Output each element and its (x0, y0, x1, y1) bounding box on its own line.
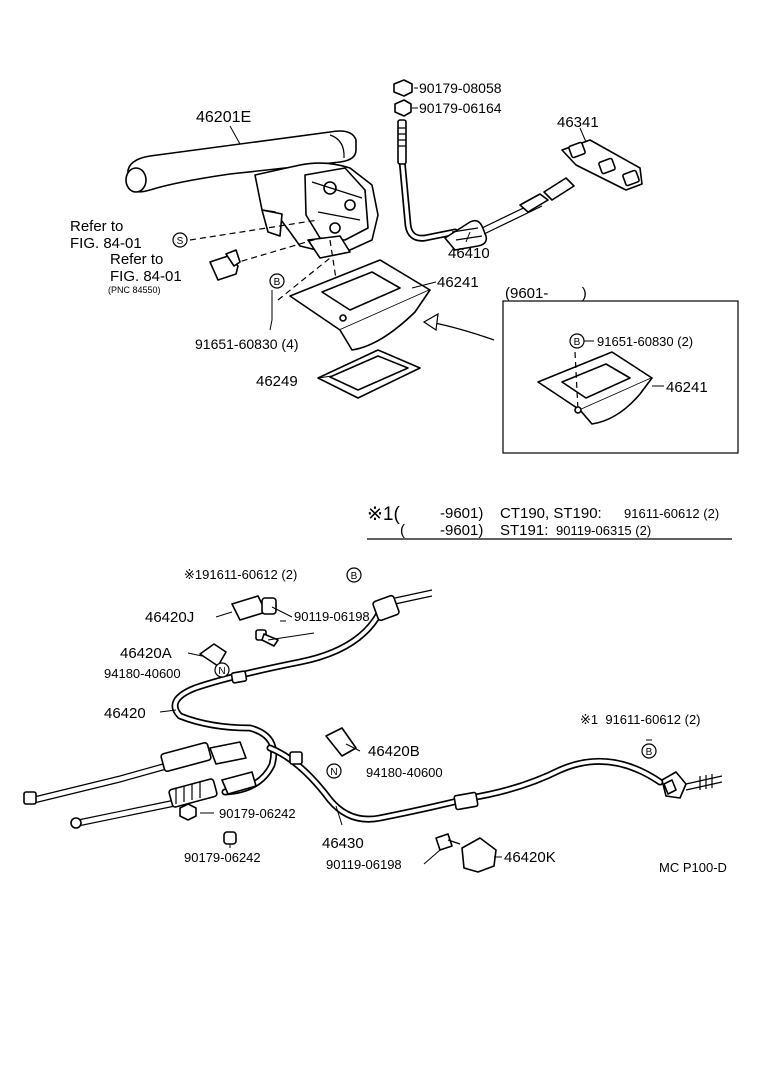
svg-text:S: S (177, 236, 184, 247)
note-line2-range: -9601) (440, 522, 483, 539)
label-90119-06198-top: 90119-06198 (294, 609, 370, 624)
label-90179-06242-a: 90179-06242 (219, 806, 296, 821)
label-46341: 46341 (557, 114, 599, 131)
label-90179-06164: 90179-06164 (419, 100, 502, 116)
front-cable-46410 (397, 119, 575, 251)
diagram-code: MC P100-D (659, 860, 727, 875)
nut-90179-06242-b-icon (223, 831, 237, 845)
note-symbol: ※1( (367, 504, 400, 525)
parking-brake-lever-assembly (125, 130, 379, 259)
mark-b-bottom-1-icon (346, 567, 362, 583)
note-line2-models: ST191: (500, 522, 548, 539)
inset-arrow (429, 321, 495, 341)
label-46249: 46249 (256, 373, 298, 390)
clamp-46420K (461, 837, 497, 873)
nut-90179-08058-icon (393, 79, 413, 97)
label-46201E: 46201E (196, 109, 251, 126)
fig-ref-2: FIG. 84-01 (110, 268, 182, 285)
top-label-group: 46201E 90179-08058 90179-06164 46341 Ref… (70, 80, 599, 390)
label-bolt-top: ※191611-60612 (2) (184, 567, 297, 582)
mark-s-icon: S (172, 232, 188, 248)
inset-boot-46241 (537, 351, 653, 425)
refer-to-2: Refer to (110, 251, 163, 268)
bolt-90119-06198-bottom-icon (435, 833, 461, 851)
model-note: ※1( -9601) CT190, ST190: 91611-60612 (2)… (367, 504, 719, 539)
refer-to-1: Refer to (70, 218, 123, 235)
refer-leader-1 (189, 219, 319, 241)
bolt-right-icon (663, 779, 677, 795)
note-line2-open: ( (400, 522, 405, 539)
note-line1-models: CT190, ST190: (500, 505, 602, 522)
label-90179-08058: 90179-08058 (419, 80, 502, 96)
bracket-46341 (561, 139, 643, 191)
rear-cable-46430 (266, 744, 723, 823)
nut-90179-06242-a-icon (179, 803, 197, 821)
label-90179-06242-b: 90179-06242 (184, 850, 261, 865)
bolt-90119-06198-top-icon (255, 629, 279, 647)
mark-b-bottom-2-icon (641, 743, 657, 759)
note-line1-range: -9601) (440, 505, 483, 522)
label-bolt-right: ※1 91611-60612 (2) (580, 712, 701, 727)
clamp-46420B (325, 727, 357, 757)
inset-bolt-label: 91651-60830 (2) (597, 334, 693, 349)
note-line2-part: 90119-06315 (2) (556, 523, 651, 538)
nut-90179-06164-icon (394, 99, 412, 117)
label-46420J: 46420J (145, 609, 194, 626)
fig-ref-1: FIG. 84-01 (70, 235, 142, 252)
svg-text:B: B (274, 277, 281, 288)
mark-b-top-icon: B (269, 273, 285, 289)
clamp-46420A (199, 643, 227, 667)
inset-labels: (9601- ) B 91651-60830 (2) 46241 (505, 285, 708, 396)
mark-n-1-icon (214, 662, 230, 678)
inset-boot-label: 46241 (666, 379, 708, 396)
label-46420: 46420 (104, 705, 146, 722)
note-line1-part: 91611-60612 (2) (624, 506, 719, 521)
refer-leader-2 (231, 237, 321, 265)
label-94180-40600-a: 94180-40600 (104, 666, 181, 681)
pnc-ref: (PNC 84550) (108, 285, 161, 295)
label-46410: 46410 (448, 245, 490, 262)
label-90119-06198-bottom: 90119-06198 (326, 857, 402, 872)
equalizer-and-inner-cables (23, 741, 257, 829)
inset-header: (9601- ) (505, 285, 587, 302)
clamp-46420J (231, 595, 277, 621)
svg-text:B: B (574, 337, 581, 348)
svg-text:N: N (330, 767, 337, 778)
svg-text:B: B (351, 571, 358, 582)
label-46420K: 46420K (504, 849, 556, 866)
gasket-46249 (317, 349, 421, 399)
label-94180-40600-b: 94180-40600 (366, 765, 443, 780)
svg-text:B: B (646, 747, 653, 758)
brake-switch (209, 249, 241, 281)
mark-b-inset-icon (569, 333, 585, 349)
svg-text:N: N (218, 666, 225, 677)
boot-46241 (289, 259, 431, 351)
rear-cable-46420 (171, 589, 433, 796)
label-91651-60830-4: 91651-60830 (4) (195, 336, 299, 352)
inset-frame (502, 300, 739, 454)
label-46420B: 46420B (368, 743, 420, 760)
label-46241: 46241 (437, 274, 479, 291)
bolt-leader (277, 257, 331, 301)
bottom-label-group: ※191611-60612 (2) B 46420J 90119-06198 4… (104, 567, 727, 875)
label-46430: 46430 (322, 835, 364, 852)
label-46420A: 46420A (120, 645, 172, 662)
mark-n-2-icon (326, 763, 342, 779)
